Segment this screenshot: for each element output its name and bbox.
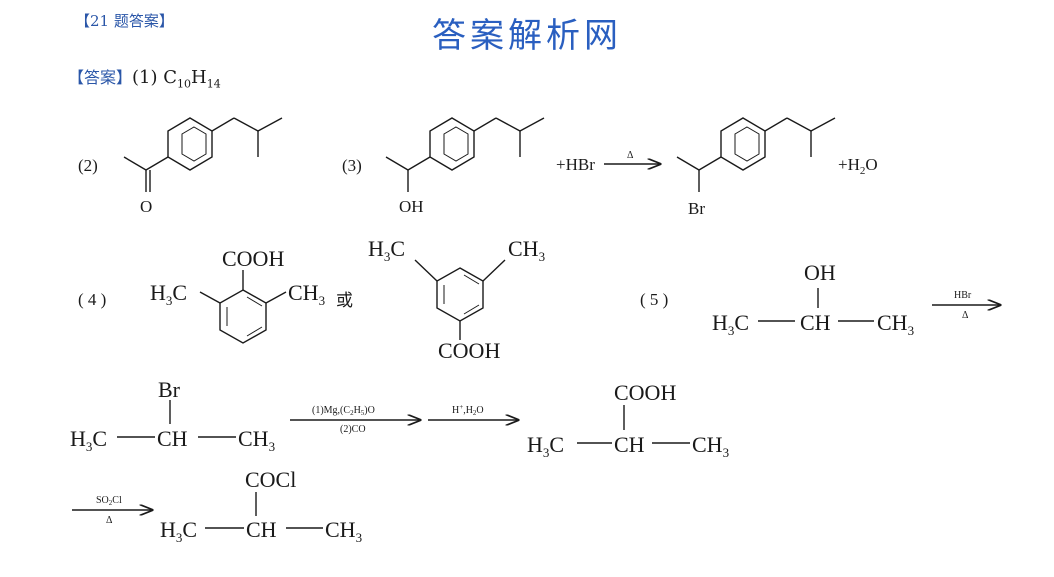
heat-condition-3: Δ	[627, 150, 634, 161]
question-header: 【21 题答案】	[75, 12, 174, 30]
cooh-bottom: COOH	[438, 338, 500, 363]
answer-line: 【答案】(1) C10H14	[68, 64, 221, 91]
grignard-step-reagent: (1)Mg,(C2H5)O	[312, 405, 375, 417]
isobutyric-ch3: CH3	[692, 432, 729, 460]
hbr-step-reagent: HBr	[954, 290, 972, 301]
bromopropane-br: Br	[158, 377, 181, 402]
part3-label: (3)	[342, 156, 362, 175]
ch3-right: CH3	[288, 280, 325, 308]
part2-label: (2)	[78, 156, 98, 175]
part5-label: ( 5 )	[640, 290, 668, 309]
socl-step-heat: Δ	[106, 515, 113, 526]
acid-chloride-ch: CH	[246, 517, 277, 542]
isobutyric-cooh: COOH	[614, 380, 676, 405]
isopropanol-h3c: H3C	[712, 310, 749, 338]
acid-workup-step: H+,H2O	[452, 403, 484, 417]
bromopropane-h3c: H3C	[70, 426, 107, 454]
bromopropane-ch: CH	[157, 426, 188, 451]
isobutyric-ch: CH	[614, 432, 645, 457]
part4-label: ( 4 )	[78, 290, 106, 309]
answer-tag: 【答案】	[68, 68, 133, 87]
bromide-structure	[676, 117, 836, 192]
dimethylbenzoic-acid-2	[414, 259, 506, 340]
acid-chloride-ch3: CH3	[325, 517, 362, 545]
co2-step: (2)CO	[340, 424, 366, 435]
socl-step-reagent: SO2Cl	[96, 495, 122, 507]
acid-chloride-h3c: H3C	[160, 517, 197, 545]
h3c-left: H3C	[150, 280, 187, 308]
h3c-top-left: H3C	[368, 236, 405, 264]
ketone-oxygen: O	[140, 197, 152, 216]
bromopropane-ch3: CH3	[238, 426, 275, 454]
bromide-br: Br	[688, 199, 705, 218]
hbr-reagent: +HBr	[556, 155, 595, 174]
alcohol-structure	[385, 117, 545, 192]
isopropanol-oh: OH	[804, 260, 836, 285]
acid-chloride-cocl: COCl	[245, 467, 296, 492]
isopropanol-ch3: CH3	[877, 310, 914, 338]
ch3-top-right: CH3	[508, 236, 545, 264]
alcohol-oh: OH	[399, 197, 424, 216]
isobutyric-h3c: H3C	[527, 432, 564, 460]
water-product: +H2O	[838, 155, 878, 177]
molecular-formula: C10H14	[163, 67, 221, 91]
dimethylbenzoic-acid-1	[199, 270, 287, 344]
ketone-structure	[123, 117, 283, 192]
isopropanol-ch: CH	[800, 310, 831, 335]
part1-label: (1)	[132, 67, 158, 88]
or-word: 或	[336, 291, 353, 310]
watermark-title: 答案解析网	[432, 16, 622, 56]
hbr-step-heat: Δ	[962, 310, 969, 321]
cooh-top: COOH	[222, 246, 284, 271]
